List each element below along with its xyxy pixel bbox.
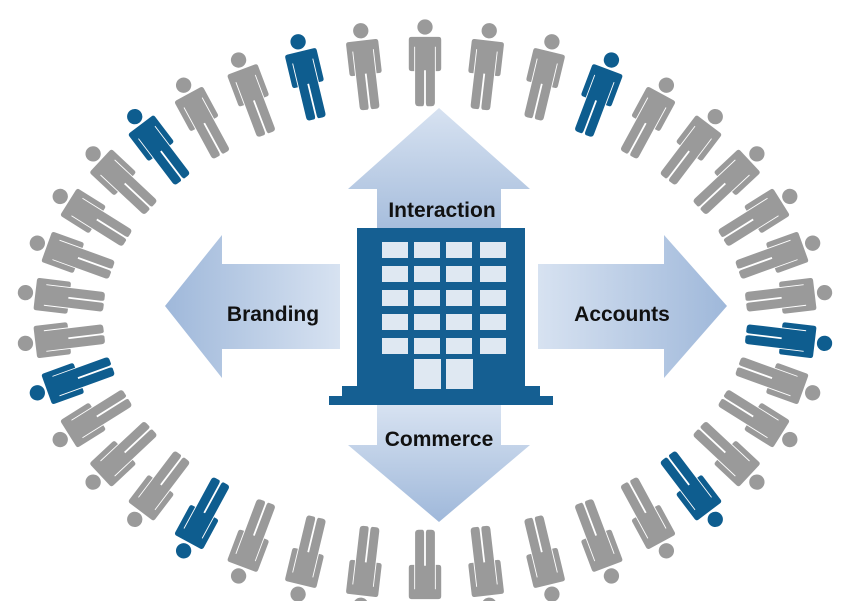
- person-icon: [743, 317, 835, 361]
- building-window: [480, 314, 506, 330]
- arrow-right: [538, 235, 727, 378]
- arrow-down: [348, 405, 530, 522]
- person-icon: [464, 524, 507, 601]
- person-icon: [517, 513, 570, 601]
- person-icon: [280, 30, 333, 123]
- building-window: [446, 290, 472, 306]
- person-icon: [614, 70, 685, 163]
- person-icon: [517, 30, 570, 123]
- person-icon: [220, 47, 282, 140]
- arrows: [165, 108, 727, 522]
- building-window: [382, 242, 408, 258]
- label-accounts: Accounts: [574, 303, 670, 326]
- building-window: [480, 290, 506, 306]
- person-icon: [464, 21, 507, 112]
- building-window: [414, 314, 440, 330]
- building-window: [446, 266, 472, 282]
- person-icon: [743, 275, 835, 319]
- building-window: [480, 242, 506, 258]
- person-icon: [343, 524, 386, 601]
- office-building-icon: [329, 228, 553, 405]
- building-window: [382, 290, 408, 306]
- person-icon: [568, 47, 630, 140]
- person-icon: [165, 473, 236, 566]
- building-window: [446, 338, 472, 354]
- person-icon: [614, 473, 685, 566]
- building-window: [480, 266, 506, 282]
- person-icon: [220, 496, 282, 589]
- person-icon: [408, 529, 442, 601]
- person-icon: [15, 275, 107, 319]
- building-window: [480, 338, 506, 354]
- person-icon: [408, 19, 442, 107]
- label-branding: Branding: [227, 303, 319, 326]
- label-interaction: Interaction: [388, 199, 495, 222]
- building-window: [414, 266, 440, 282]
- arrow-up: [348, 108, 530, 230]
- arrow-left: [165, 235, 340, 378]
- building-window: [382, 338, 408, 354]
- building-window: [414, 242, 440, 258]
- building-window: [382, 314, 408, 330]
- building-window: [446, 314, 472, 330]
- building-window: [382, 266, 408, 282]
- person-icon: [280, 513, 333, 601]
- building-window: [414, 290, 440, 306]
- building-window: [446, 242, 472, 258]
- person-icon: [15, 317, 107, 361]
- person-icon: [165, 70, 236, 163]
- label-commerce: Commerce: [385, 428, 494, 451]
- building-window: [414, 338, 440, 354]
- person-icon: [343, 21, 386, 112]
- person-icon: [568, 496, 630, 589]
